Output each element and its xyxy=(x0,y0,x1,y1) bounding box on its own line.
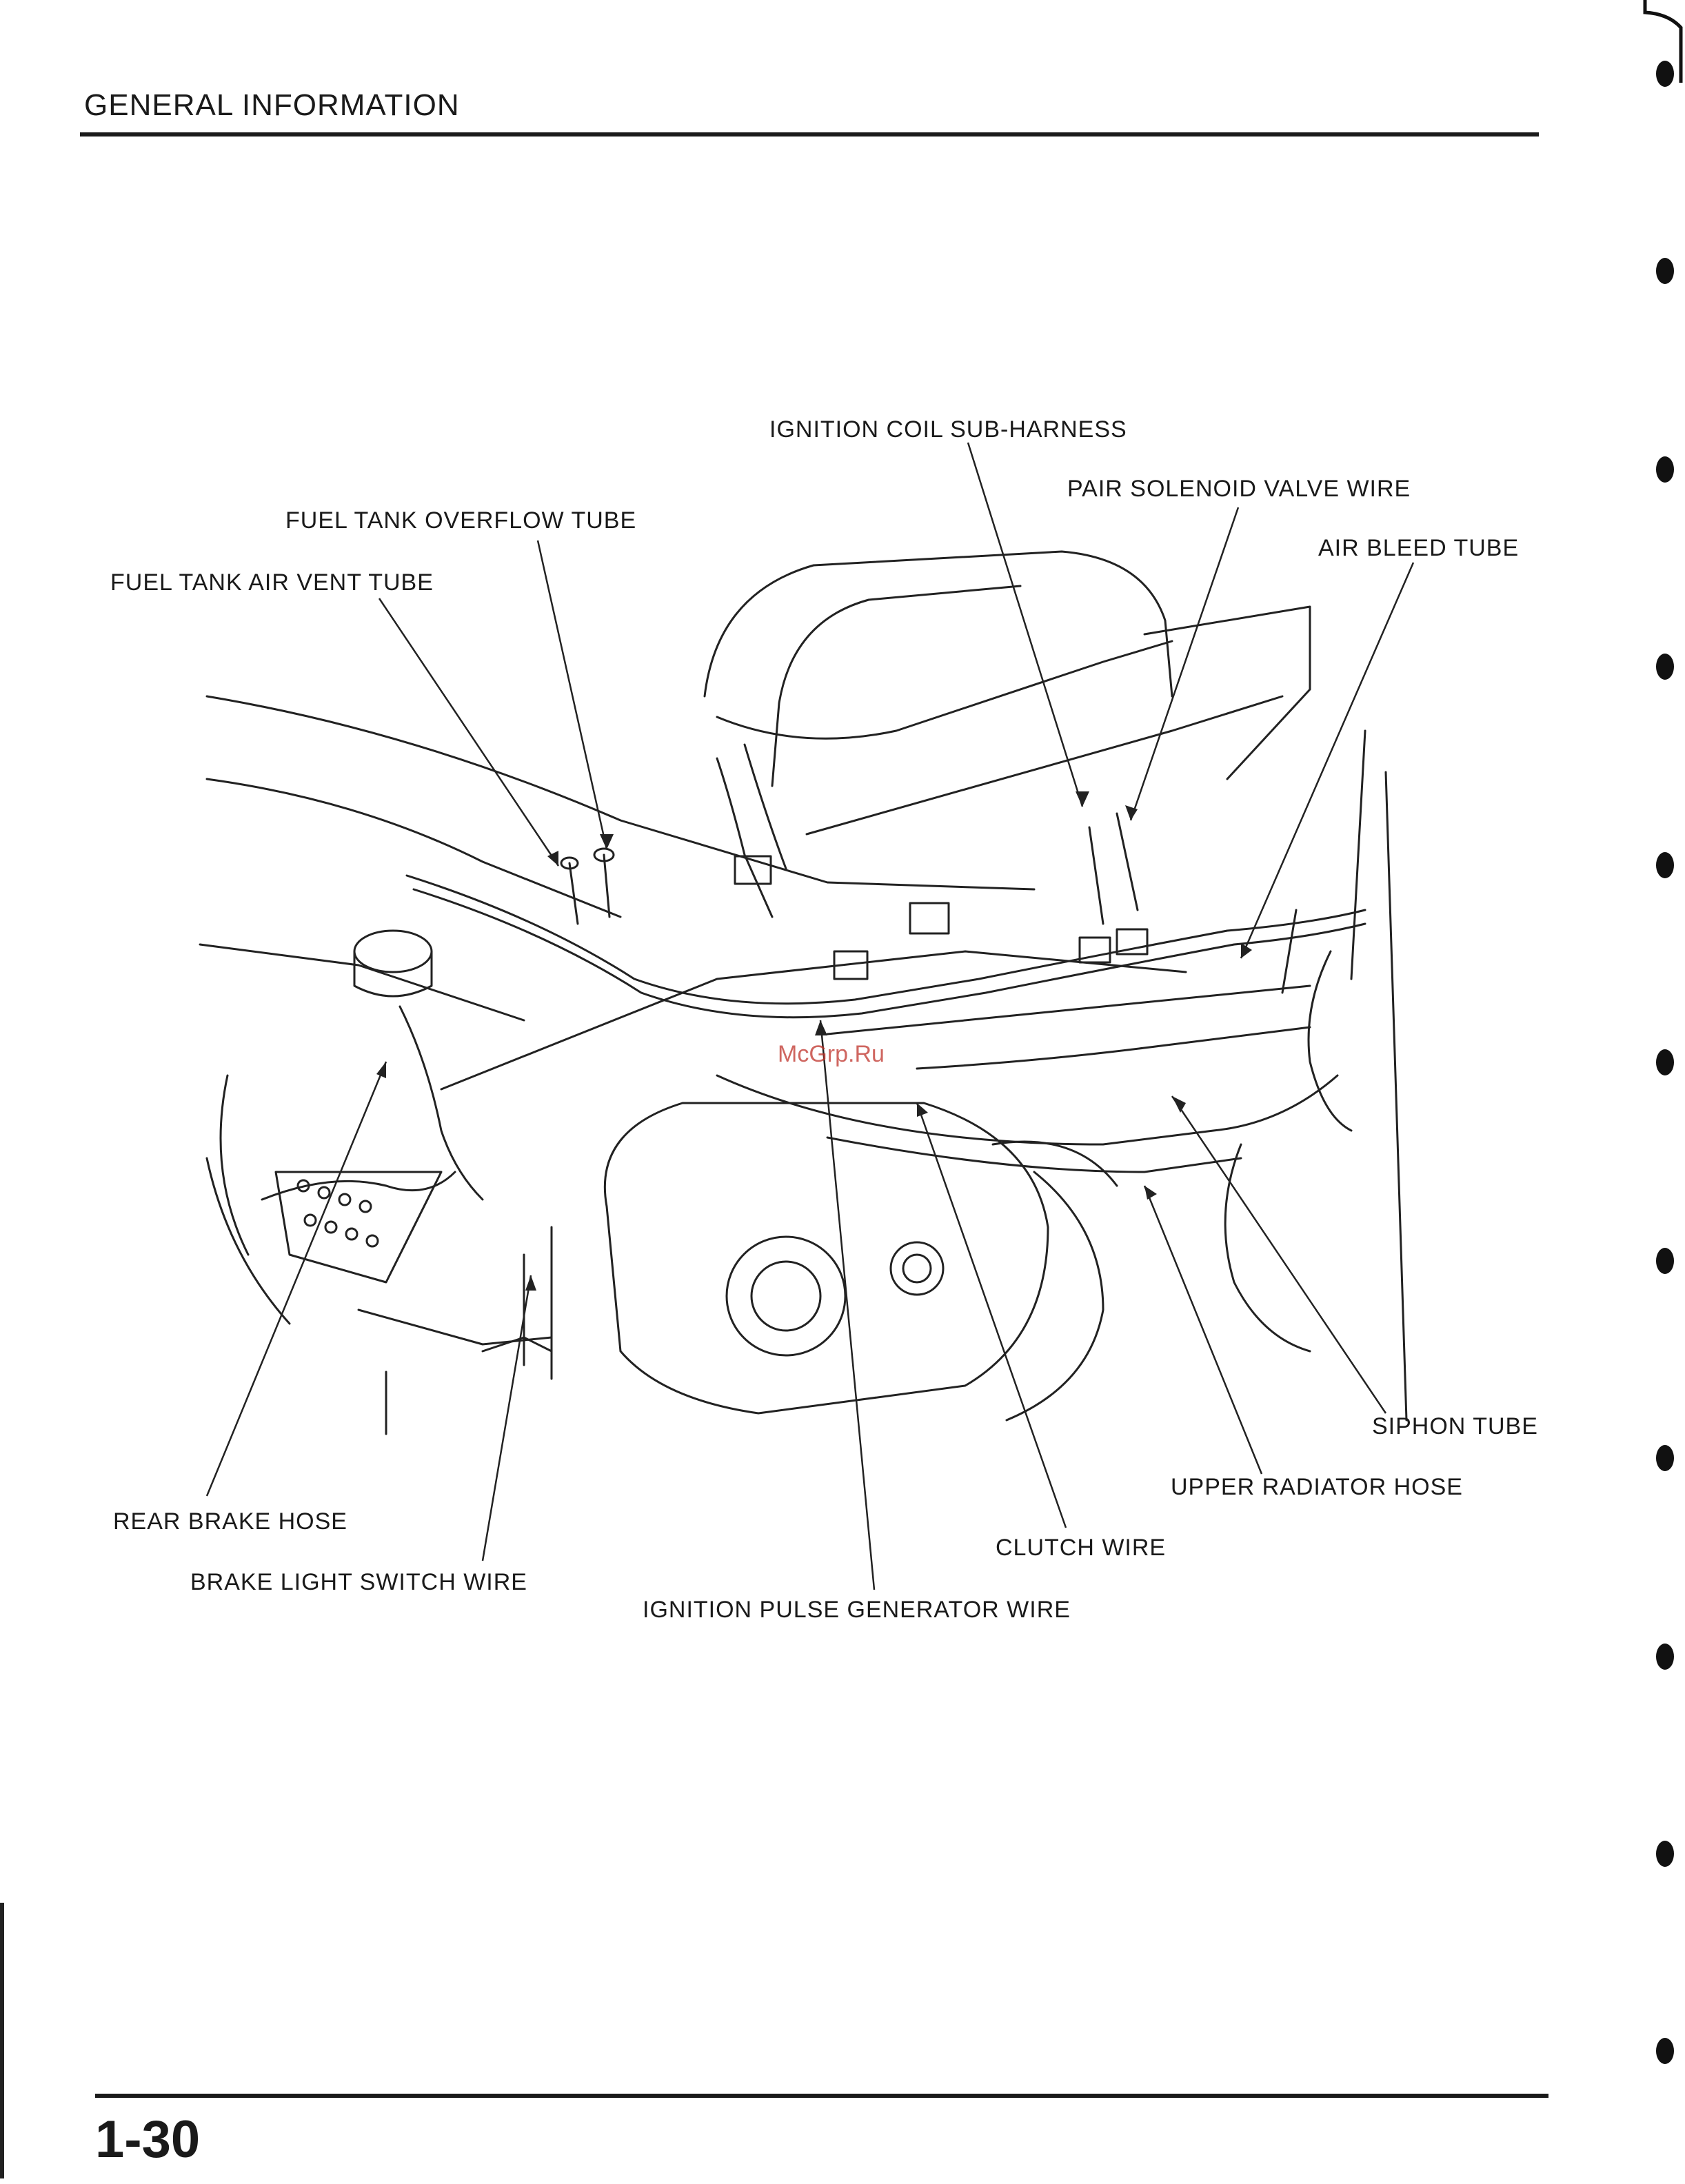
page-number: 1-30 xyxy=(95,2110,200,2170)
label-siphon-tube: SIPHON TUBE xyxy=(1372,1413,1538,1440)
label-air-bleed-tube: AIR BLEED TUBE xyxy=(1318,535,1519,562)
label-ignition-pulse-generator-wire: IGNITION PULSE GENERATOR WIRE xyxy=(643,1597,1071,1624)
label-rear-brake-hose: REAR BRAKE HOSE xyxy=(113,1508,347,1535)
label-ignition-coil-sub-harness: IGNITION COIL SUB-HARNESS xyxy=(769,416,1127,443)
scan-edge xyxy=(0,1903,4,2178)
watermark: McGrp.Ru xyxy=(778,1041,885,1068)
label-fuel-tank-air-vent-tube: FUEL TANK AIR VENT TUBE xyxy=(110,569,434,596)
label-brake-light-switch-wire: BRAKE LIGHT SWITCH WIRE xyxy=(190,1569,527,1596)
label-pair-solenoid-valve-wire: PAIR SOLENOID VALVE WIRE xyxy=(1067,476,1411,503)
label-fuel-tank-overflow-tube: FUEL TANK OVERFLOW TUBE xyxy=(285,507,636,534)
label-upper-radiator-hose: UPPER RADIATOR HOSE xyxy=(1171,1474,1463,1501)
label-clutch-wire: CLUTCH WIRE xyxy=(996,1535,1166,1561)
footer-rule xyxy=(95,2094,1548,2098)
